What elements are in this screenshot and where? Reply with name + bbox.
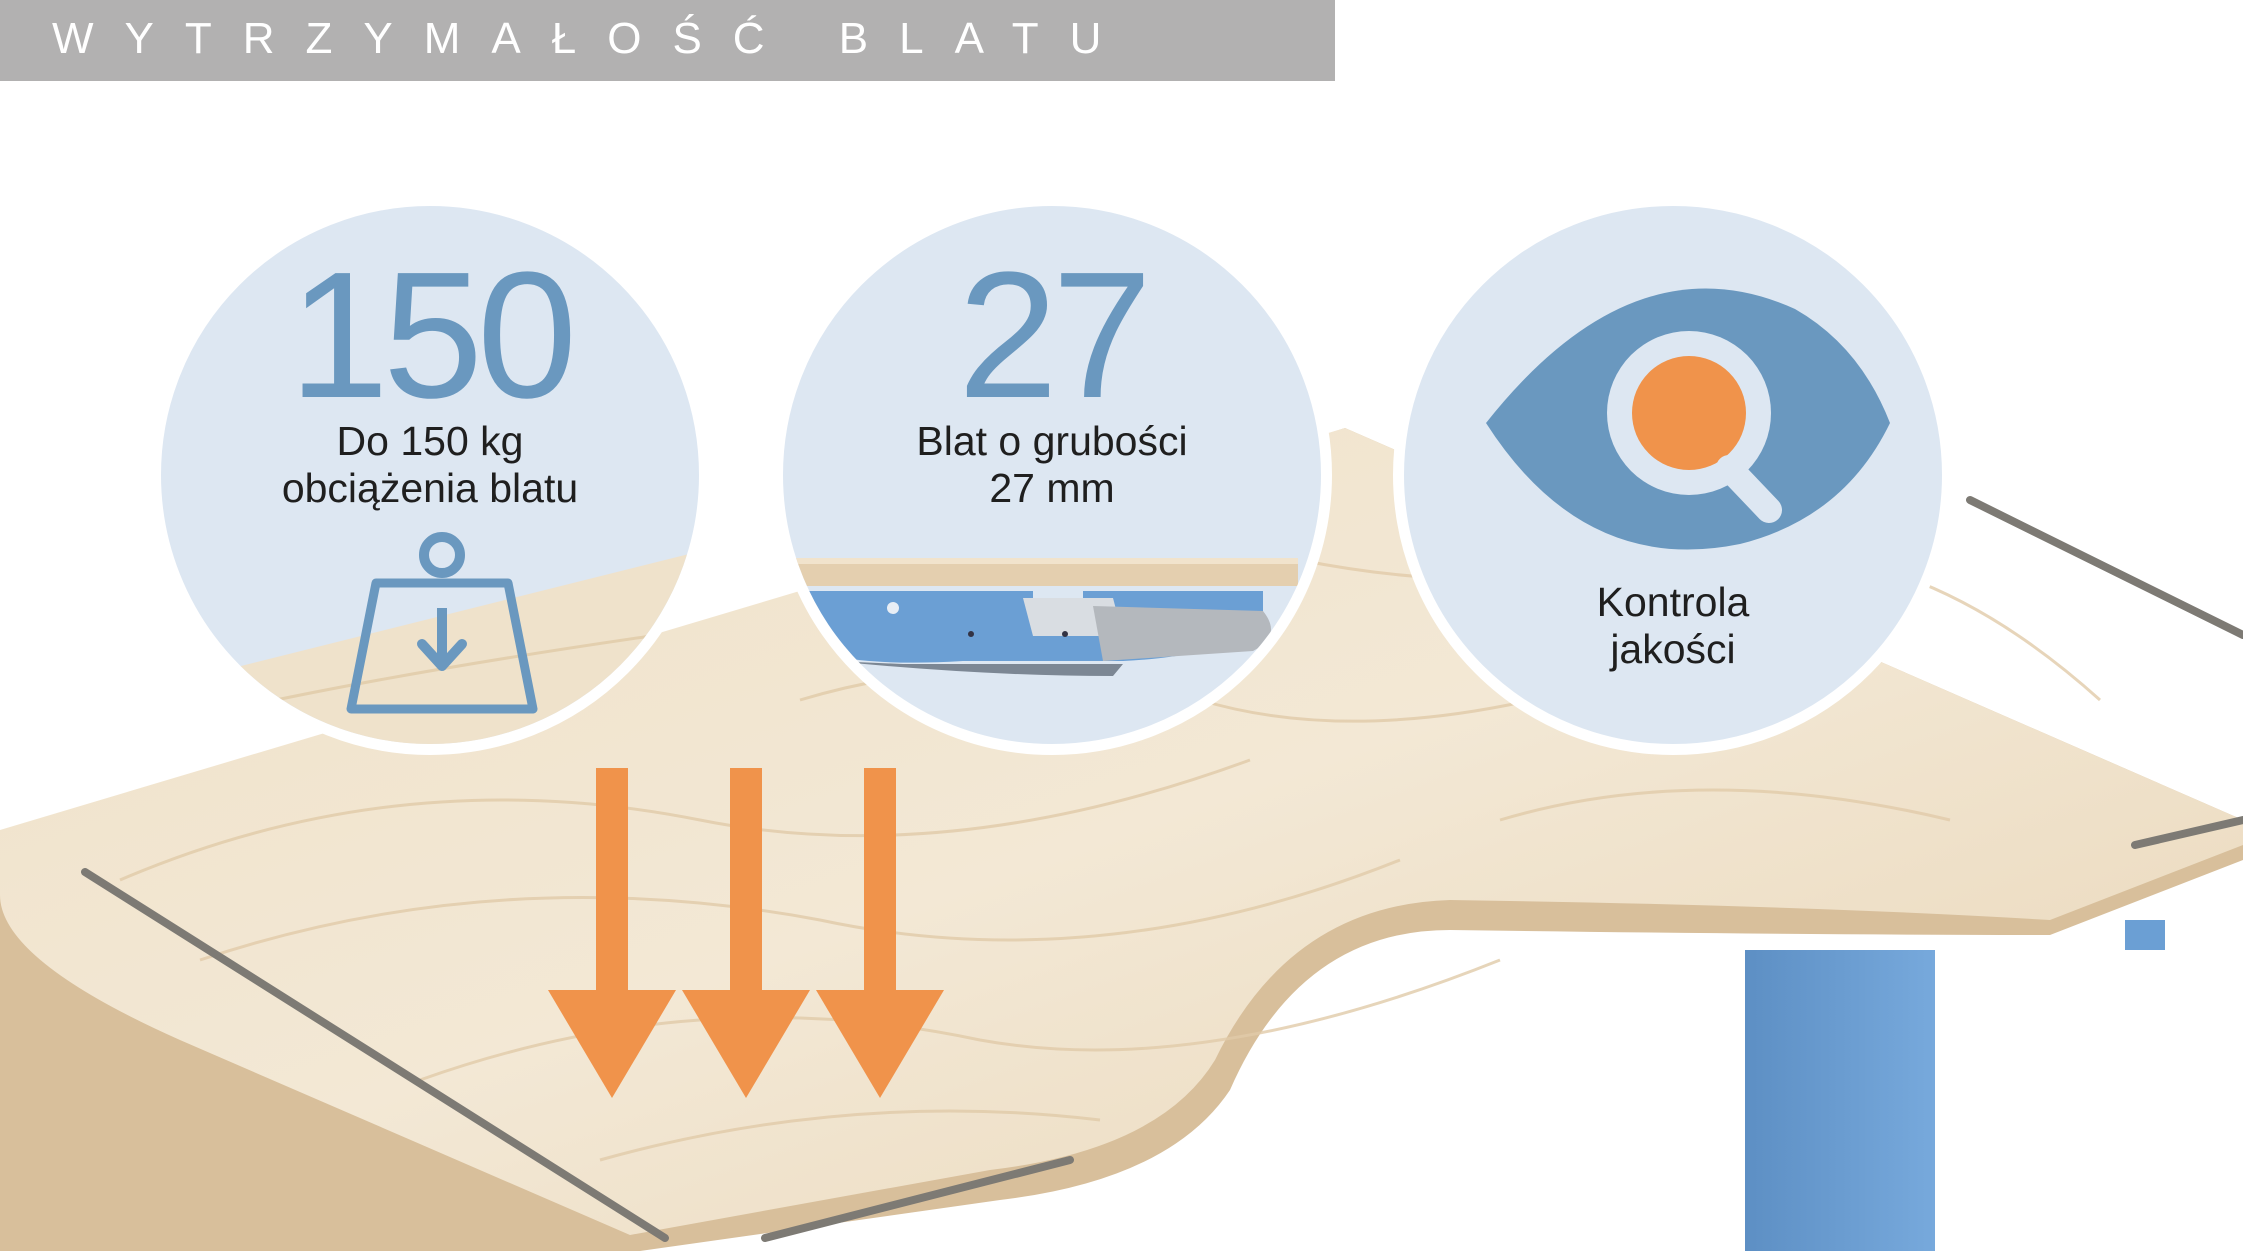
thickness-caption-line1: Blat o grubości (916, 418, 1188, 464)
desk-section-icon (783, 558, 1298, 676)
badge-quality-control: Kontrola jakości (1393, 195, 1953, 755)
load-caption-line2: obciążenia blatu (281, 465, 579, 511)
badge-load-capacity: 150 Do 150 kg obciążenia blatu (150, 195, 710, 755)
weight-icon (346, 532, 538, 714)
desk-grooves (81, 496, 2243, 1242)
load-caption-line1: Do 150 kg (336, 418, 524, 464)
quality-caption-line2: jakości (1610, 626, 1736, 672)
quality-caption-line1: Kontrola (1596, 579, 1750, 625)
thickness-number: 27 (957, 235, 1152, 436)
eye-magnifier-icon (1486, 288, 1890, 550)
thickness-caption-line2: 27 mm (989, 465, 1115, 511)
badge-thickness: 27 Blat o grubości 27 mm (772, 195, 1332, 755)
page-title: WYTRZYMAŁOŚĆ BLATU (52, 14, 1133, 63)
header-bar: WYTRZYMAŁOŚĆ BLATU (0, 0, 1335, 81)
load-arrows (548, 768, 944, 1098)
load-number: 150 (288, 235, 577, 436)
desk-leg-right (1745, 920, 2165, 1251)
